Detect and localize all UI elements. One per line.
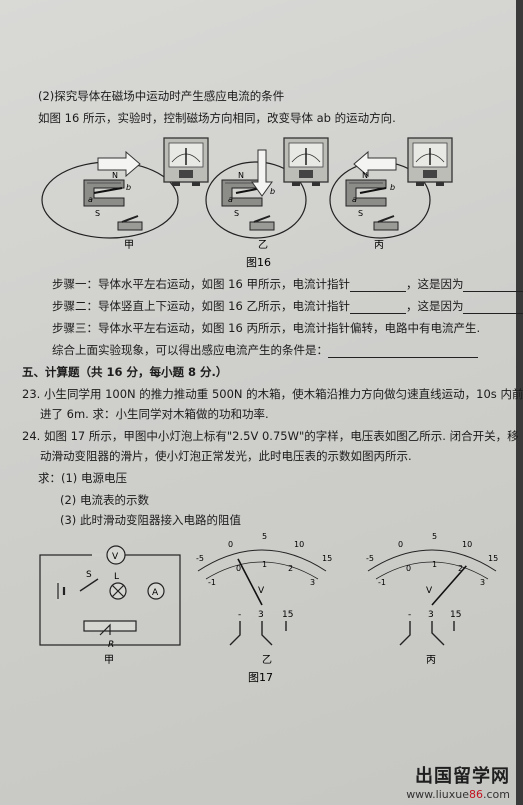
fig17-label-bing: 丙 bbox=[426, 655, 436, 666]
step-2: 步骤二：导体竖直上下运动，如图 16 乙所示，电流计指针 ，这是因为 bbox=[52, 298, 523, 314]
q24-line-2: 动滑动变阻器的滑片，使小灯泡正常发光，此时电压表的示数如图丙所示. bbox=[40, 449, 412, 463]
fig16-label-jia: 甲 bbox=[124, 240, 134, 251]
part2-title: (2)探究导体在磁场中运动时产生感应电流的条件 bbox=[38, 89, 285, 103]
bing-inner-tick-4: 3 bbox=[480, 578, 485, 587]
bing-term-0: - bbox=[408, 610, 411, 620]
fig16-setup-bing: N S a b 丙 bbox=[329, 137, 453, 251]
yi-unit: V bbox=[258, 586, 265, 596]
bing-term-2: 15 bbox=[450, 610, 461, 620]
bing-inner-tick-1: 0 bbox=[406, 564, 411, 573]
q23-line-1: 23. 小生同学用 100N 的推力推动重 500N 的木箱，使木箱沿推力方向做… bbox=[22, 387, 523, 401]
bing-outer-tick-2: 5 bbox=[432, 532, 437, 541]
step-2-blank-2[interactable] bbox=[463, 301, 523, 314]
bing-inner-tick-3: 2 bbox=[458, 564, 463, 573]
fig17-label-jia: 甲 bbox=[104, 655, 114, 666]
bing-term-1: 3 bbox=[428, 610, 434, 620]
bing-inner-tick-2: 1 bbox=[432, 560, 437, 569]
fig16-bing-b: b bbox=[390, 183, 395, 192]
yi-term-0: - bbox=[238, 610, 241, 620]
figure-17: V S L A R 甲 -5 0 5 10 15 -1 0 1 2 3 V - … bbox=[39, 532, 498, 684]
yi-term-2: 15 bbox=[282, 610, 293, 620]
bing-outer-tick-1: 0 bbox=[398, 540, 403, 549]
step-1-blank-2[interactable] bbox=[463, 279, 523, 292]
step-1-blank-1[interactable] bbox=[349, 279, 406, 292]
bing-inner-tick-0: -1 bbox=[378, 578, 386, 587]
fig16-setup-jia: N S a b 甲 bbox=[41, 137, 209, 251]
q23-line-2: 进了 6m. 求：小生同学对木箱做的功和功率. bbox=[40, 407, 269, 421]
bing-outer-tick-3: 10 bbox=[462, 540, 472, 549]
summary: 综合上面实验现象，可以得出感应电流产生的条件是： bbox=[52, 342, 478, 358]
fig17-ammeter-a: A bbox=[152, 588, 159, 598]
step-2-text: 步骤二：导体竖直上下运动，如图 16 乙所示，电流计指针 bbox=[52, 299, 350, 313]
yi-outer-tick-0: -5 bbox=[196, 554, 204, 563]
fig16-bing-a: a bbox=[352, 195, 357, 204]
section-5-heading: 五、计算题（共 16 分，每小题 8 分.） bbox=[22, 365, 228, 379]
fig16-setup-yi: N S a b 乙 bbox=[205, 137, 329, 251]
bing-unit: V bbox=[426, 586, 433, 596]
fig16-jia-b: b bbox=[126, 183, 131, 192]
yi-inner-tick-0: -1 bbox=[208, 578, 216, 587]
watermark-title: 出国留学网 bbox=[415, 766, 510, 787]
q24-ask-1: 求：(1) 电源电压 bbox=[38, 471, 127, 485]
fig16-jia-s: S bbox=[95, 209, 100, 218]
q24-ask-3: (3) 此时滑动变阻器接入电路的阻值 bbox=[60, 513, 241, 527]
yi-outer-tick-4: 15 bbox=[322, 554, 332, 563]
fig17-circuit-jia bbox=[39, 545, 181, 646]
bing-outer-tick-0: -5 bbox=[366, 554, 374, 563]
summary-blank[interactable] bbox=[328, 345, 478, 358]
fig16-jia-n: N bbox=[112, 171, 118, 180]
fig16-label-yi: 乙 bbox=[258, 239, 268, 251]
fig17-label-yi: 乙 bbox=[262, 654, 272, 666]
step-2-mid: ，这是因为 bbox=[405, 299, 464, 313]
fig16-intro: 如图 16 所示，实验时，控制磁场方向相同，改变导体 ab 的运动方向. bbox=[38, 111, 396, 125]
fig17-voltmeter-bing: -5 0 5 10 15 -1 0 1 2 3 V - 3 15 丙 bbox=[366, 532, 498, 666]
yi-needle bbox=[237, 558, 263, 606]
q24-ask-2: (2) 电流表的示数 bbox=[60, 493, 149, 507]
q24-line-1: 24. 如图 17 所示，甲图中小灯泡上标有"2.5V 0.75W"的字样，电压… bbox=[22, 429, 519, 443]
yi-outer-tick-2: 5 bbox=[262, 532, 267, 541]
watermark-url-suffix: .com bbox=[483, 788, 510, 801]
yi-inner-tick-4: 3 bbox=[310, 578, 315, 587]
fig16-label-bing: 丙 bbox=[374, 240, 384, 251]
fig16-yi-s: S bbox=[234, 209, 239, 218]
step-1-text: 步骤一：导体水平左右运动，如图 16 甲所示，电流计指针 bbox=[52, 277, 350, 291]
fig16-caption: 图16 bbox=[246, 256, 271, 269]
figure-16: N S a b 甲 N S a b 乙 N bbox=[41, 137, 453, 269]
yi-term-1: 3 bbox=[258, 610, 264, 620]
step-2-blank-1[interactable] bbox=[349, 301, 406, 314]
step-1: 步骤一：导体水平左右运动，如图 16 甲所示，电流计指针 ，这是因为 bbox=[52, 276, 523, 292]
fig17-resistor-r: R bbox=[108, 640, 114, 650]
watermark-url-prefix: www.liuxue bbox=[406, 788, 469, 801]
bing-needle bbox=[431, 565, 467, 606]
fig16-yi-a: a bbox=[228, 195, 233, 204]
fig17-lamp-l: L bbox=[114, 572, 119, 582]
fig16-yi-n: N bbox=[238, 171, 244, 180]
fig16-bing-n: N bbox=[362, 171, 368, 180]
fig17-voltmeter-v: V bbox=[112, 552, 119, 562]
yi-inner-tick-1: 0 bbox=[236, 564, 241, 573]
fig17-switch-s: S bbox=[86, 570, 92, 580]
yi-inner-tick-2: 1 bbox=[262, 560, 267, 569]
fig17-voltmeter-yi: -5 0 5 10 15 -1 0 1 2 3 V - 3 15 乙 bbox=[196, 532, 332, 666]
yi-outer-tick-3: 10 bbox=[294, 540, 304, 549]
fig16-jia-a: a bbox=[88, 195, 93, 204]
step-1-mid: ，这是因为 bbox=[405, 277, 464, 291]
fig16-bing-s: S bbox=[358, 209, 363, 218]
watermark-url-brand: 86 bbox=[469, 788, 483, 801]
watermark: 出国留学网 www.liuxue86.com bbox=[406, 762, 510, 801]
fig17-caption: 图17 bbox=[248, 671, 273, 684]
watermark-url: www.liuxue86.com bbox=[406, 788, 510, 801]
yi-outer-tick-1: 0 bbox=[228, 540, 233, 549]
fig16-yi-b: b bbox=[270, 187, 275, 196]
step-3: 步骤三：导体水平左右运动，如图 16 丙所示，电流计指针偏转，电路中有电流产生. bbox=[52, 321, 481, 335]
yi-inner-tick-3: 2 bbox=[288, 564, 293, 573]
summary-text: 综合上面实验现象，可以得出感应电流产生的条件是： bbox=[52, 343, 328, 357]
bing-outer-tick-4: 15 bbox=[488, 554, 498, 563]
